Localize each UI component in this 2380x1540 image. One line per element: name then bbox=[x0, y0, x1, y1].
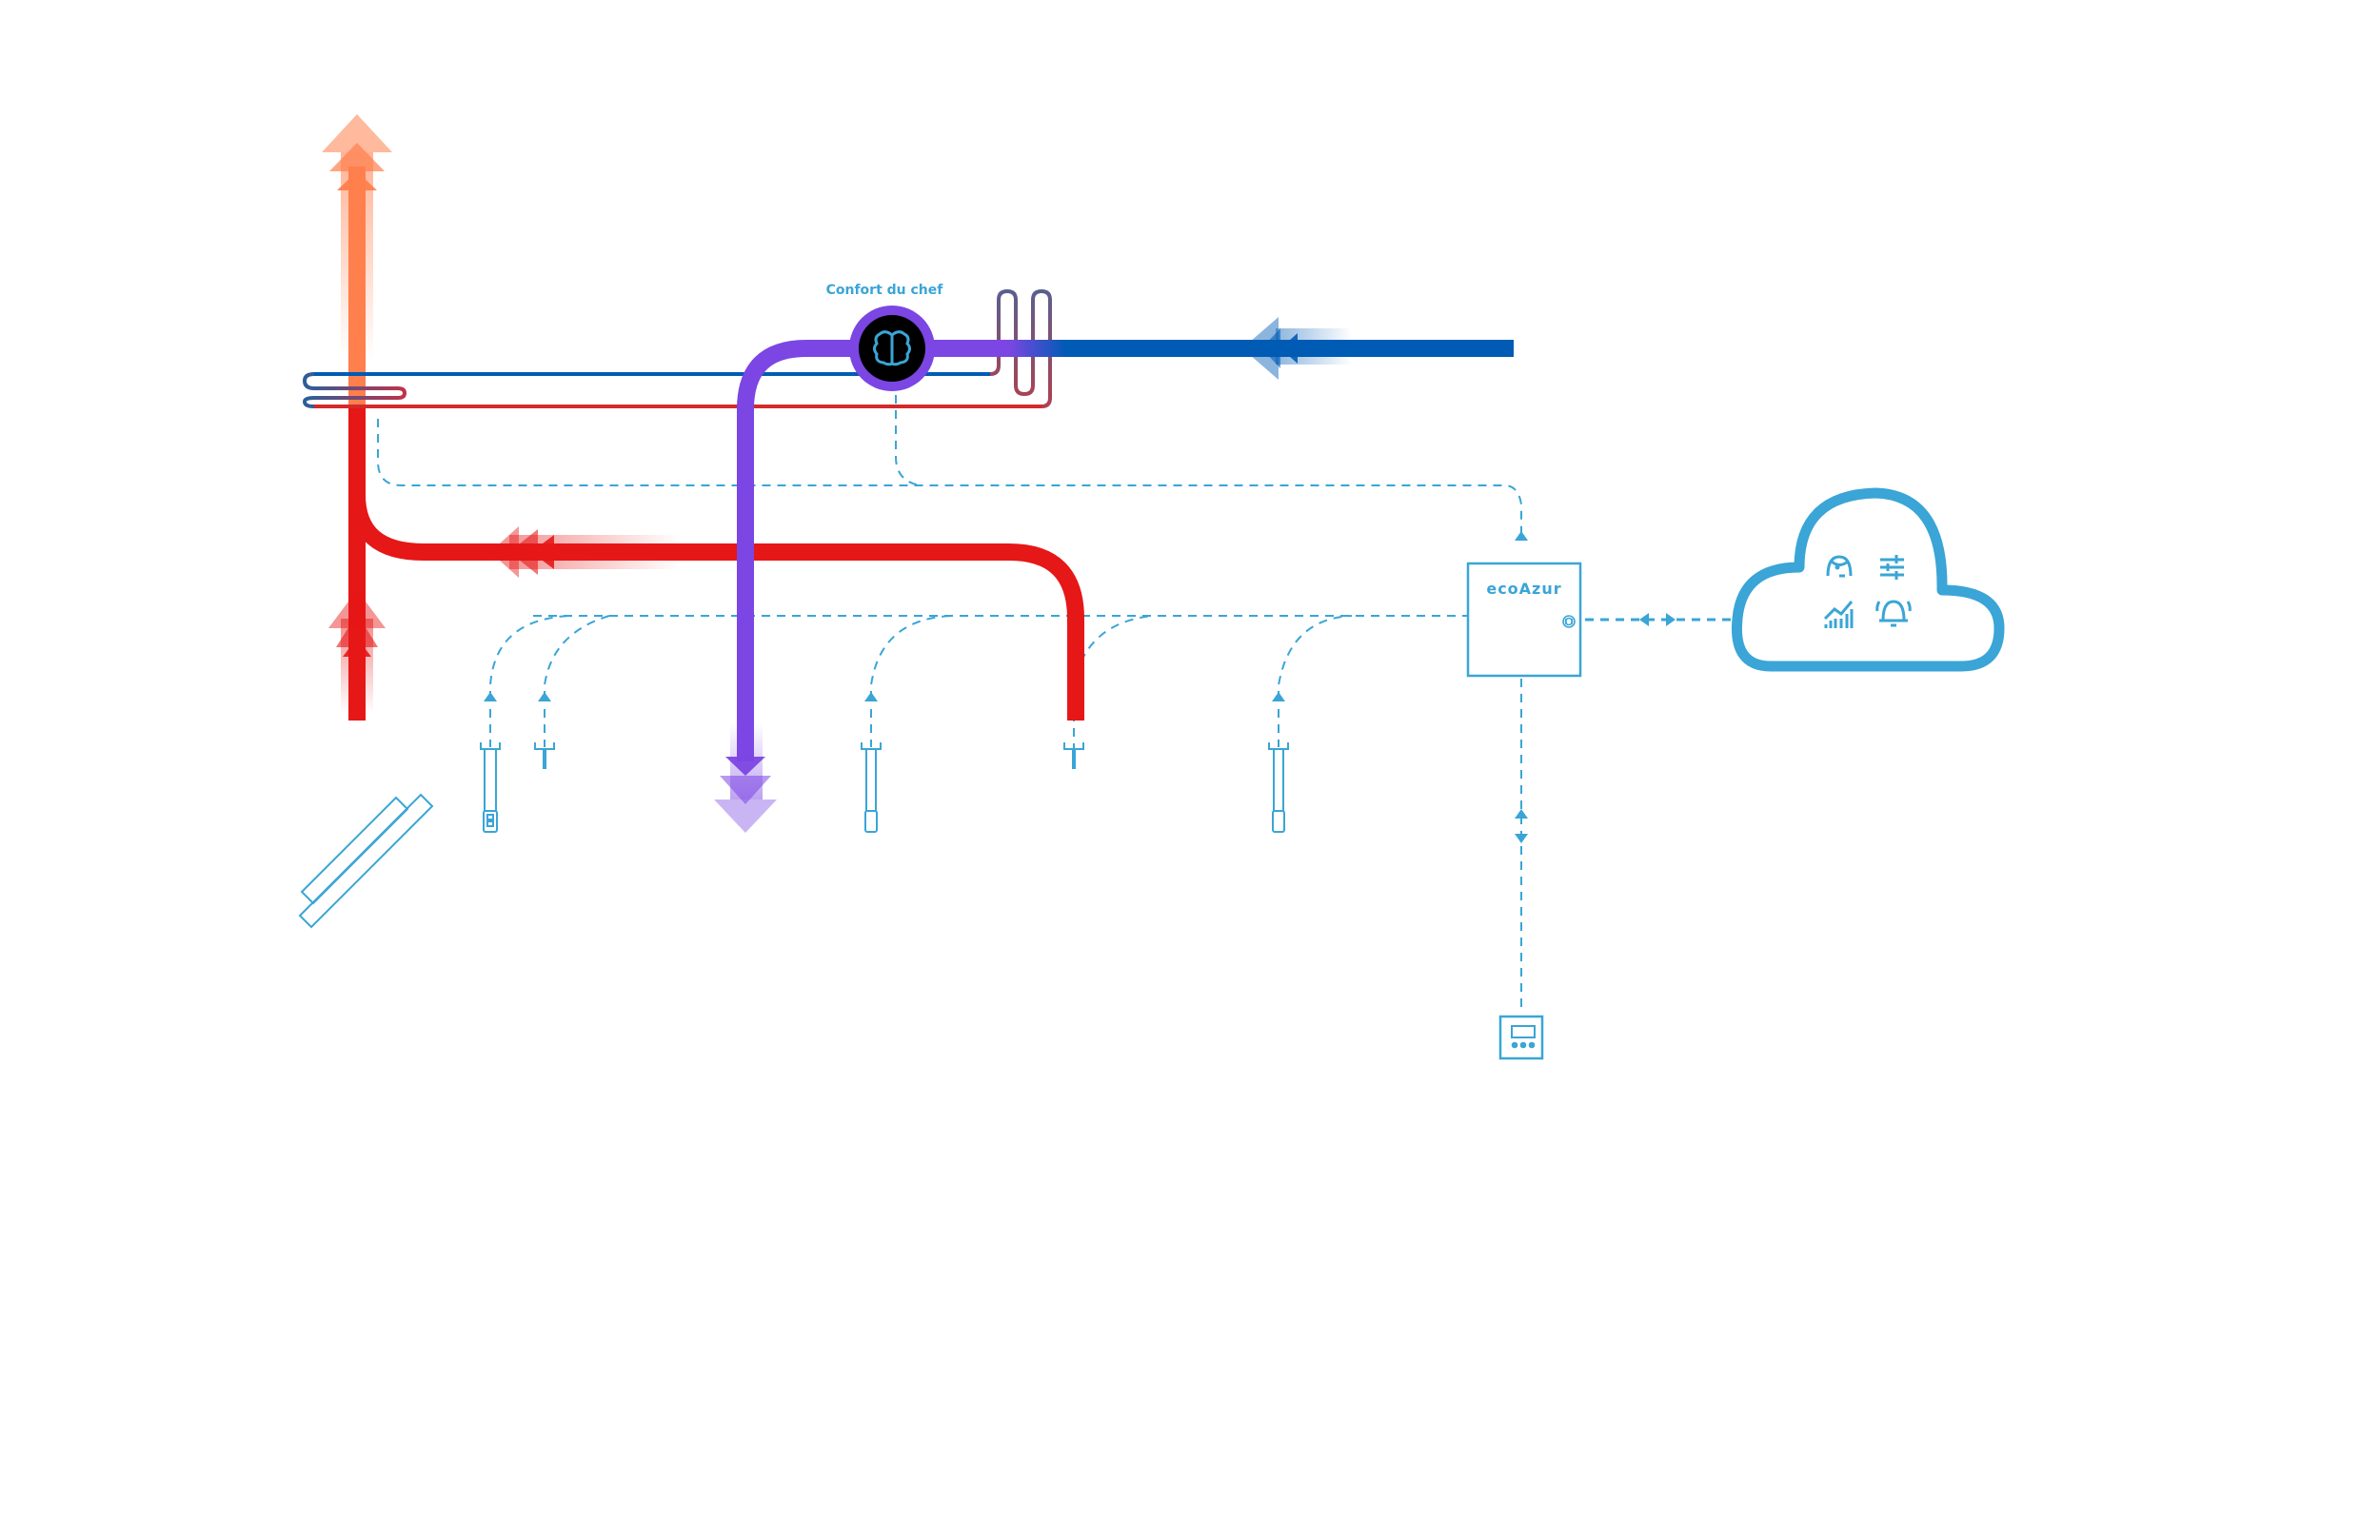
arrow-up-icon bbox=[1272, 692, 1285, 701]
arrow-up-icon bbox=[1515, 809, 1528, 819]
hot-outlet-pipe bbox=[322, 114, 392, 405]
arrow-up-icon bbox=[538, 692, 551, 701]
sliders-icon bbox=[1880, 555, 1904, 580]
comm-line-top bbox=[377, 419, 1522, 533]
arrow-up-icon bbox=[484, 692, 497, 701]
sensor-4 bbox=[1063, 742, 1084, 769]
comm-line-sensor-1 bbox=[489, 615, 572, 700]
valve-label: Confort du chef bbox=[826, 283, 944, 298]
arrow-left-icon bbox=[1639, 613, 1649, 626]
sensor-5 bbox=[1268, 742, 1289, 833]
comm-lines bbox=[377, 395, 1733, 1009]
solar-panel bbox=[298, 793, 434, 929]
comm-line-sensor-5 bbox=[1278, 615, 1353, 700]
comm-line-sensor-2 bbox=[544, 615, 610, 700]
comm-line-valve bbox=[895, 395, 921, 486]
arrow-right-icon bbox=[1666, 613, 1676, 626]
comm-line-sensor-4 bbox=[1073, 615, 1153, 752]
thermostat-icon bbox=[1511, 1025, 1536, 1038]
sensor-1 bbox=[480, 742, 501, 833]
wifi-icon bbox=[1562, 615, 1576, 628]
hot-water-supply-pipe bbox=[328, 395, 386, 721]
wall-display[interactable] bbox=[1498, 1015, 1544, 1060]
chart-icon bbox=[1823, 601, 1854, 628]
hot-water-return-pipe bbox=[348, 428, 1084, 721]
arrow-up-icon bbox=[1515, 531, 1528, 541]
sensor-2 bbox=[534, 742, 555, 769]
controller-label: ecoAzur bbox=[1486, 580, 1561, 598]
mixed-water-pipe bbox=[714, 340, 1066, 833]
solar-panel-icon bbox=[300, 796, 409, 905]
support-agent-icon bbox=[1826, 555, 1853, 578]
brain-icon bbox=[873, 330, 911, 366]
cold-water-inlet-pipe bbox=[1066, 317, 1514, 380]
sensor-3 bbox=[861, 742, 882, 833]
cloud-services[interactable] bbox=[1731, 487, 2005, 672]
arrow-up-icon bbox=[864, 692, 878, 701]
comm-line-sensor-3 bbox=[870, 615, 953, 700]
arrow-down-icon bbox=[1515, 834, 1528, 843]
ecoazur-controller[interactable]: ecoAzur bbox=[1466, 562, 1582, 678]
brain-mixing-valve[interactable] bbox=[849, 306, 935, 391]
bell-icon bbox=[1875, 600, 1912, 627]
